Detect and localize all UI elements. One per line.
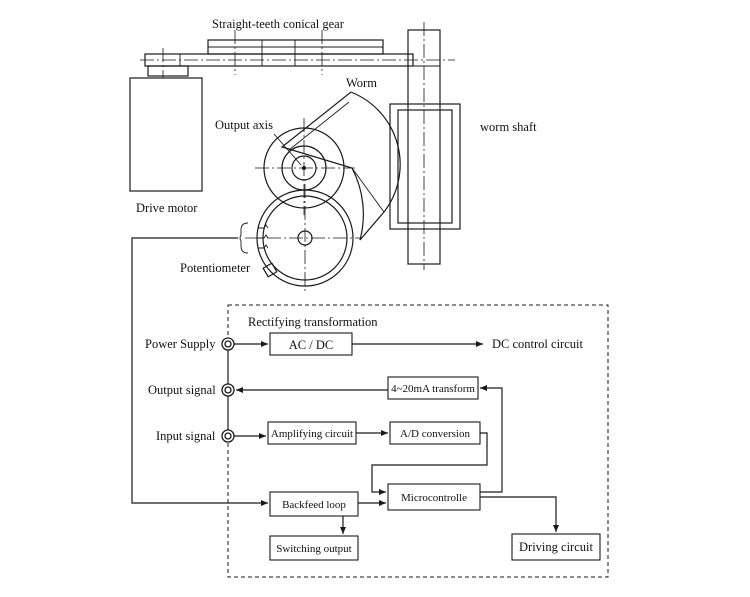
label-worm: Worm: [346, 76, 377, 90]
gear-train-shaft: [140, 30, 455, 78]
block-driving: [511, 533, 601, 561]
block-switching-label: Switching output: [276, 543, 351, 555]
control-circuit: Rectifying transformation Power Supply O…: [131, 237, 609, 578]
label-input-signal: Input signal: [156, 429, 216, 443]
label-output-signal: Output signal: [148, 383, 216, 397]
block-ad-label: A/D conversion: [400, 428, 470, 440]
block-micro-label: Microcontrolle: [401, 492, 467, 504]
terminal-output-signal: [221, 383, 235, 397]
output-axis-gear: [255, 118, 355, 215]
label-output-axis: Output axis: [215, 118, 273, 132]
circuit-enclosure: [227, 304, 609, 578]
worm-wheel-sector: [280, 91, 401, 241]
terminal-power-supply: [221, 337, 235, 351]
block-backfeed: [269, 491, 359, 517]
block-backfeed-label: Backfeed loop: [282, 499, 346, 511]
potentiometer-gear: [239, 184, 360, 292]
label-worm-shaft: worm shaft: [480, 120, 537, 134]
label-gear: Straight-teeth conical gear: [212, 17, 345, 31]
terminal-input-signal: [221, 429, 235, 443]
block-transform: [387, 376, 479, 400]
block-driving-label: Driving circuit: [519, 540, 593, 554]
label-power-supply: Power Supply: [145, 337, 216, 351]
label-dc-control: DC control circuit: [492, 337, 583, 351]
block-transform-label: 4~20mA transform: [391, 383, 475, 395]
drive-motor: [129, 77, 203, 192]
label-potentiometer: Potentiometer: [180, 261, 251, 275]
mechanical-assembly: Straight-teeth conical gear Worm Output …: [129, 17, 537, 292]
label-rectifying: Rectifying transformation: [248, 315, 378, 329]
block-acdc-label: AC / DC: [289, 338, 333, 352]
potentiometer-terminals: [258, 224, 269, 249]
block-amplifying-label: Amplifying circuit: [271, 428, 353, 440]
block-switching: [269, 535, 359, 561]
worm-shaft: [389, 22, 461, 270]
label-drive-motor: Drive motor: [136, 201, 198, 215]
